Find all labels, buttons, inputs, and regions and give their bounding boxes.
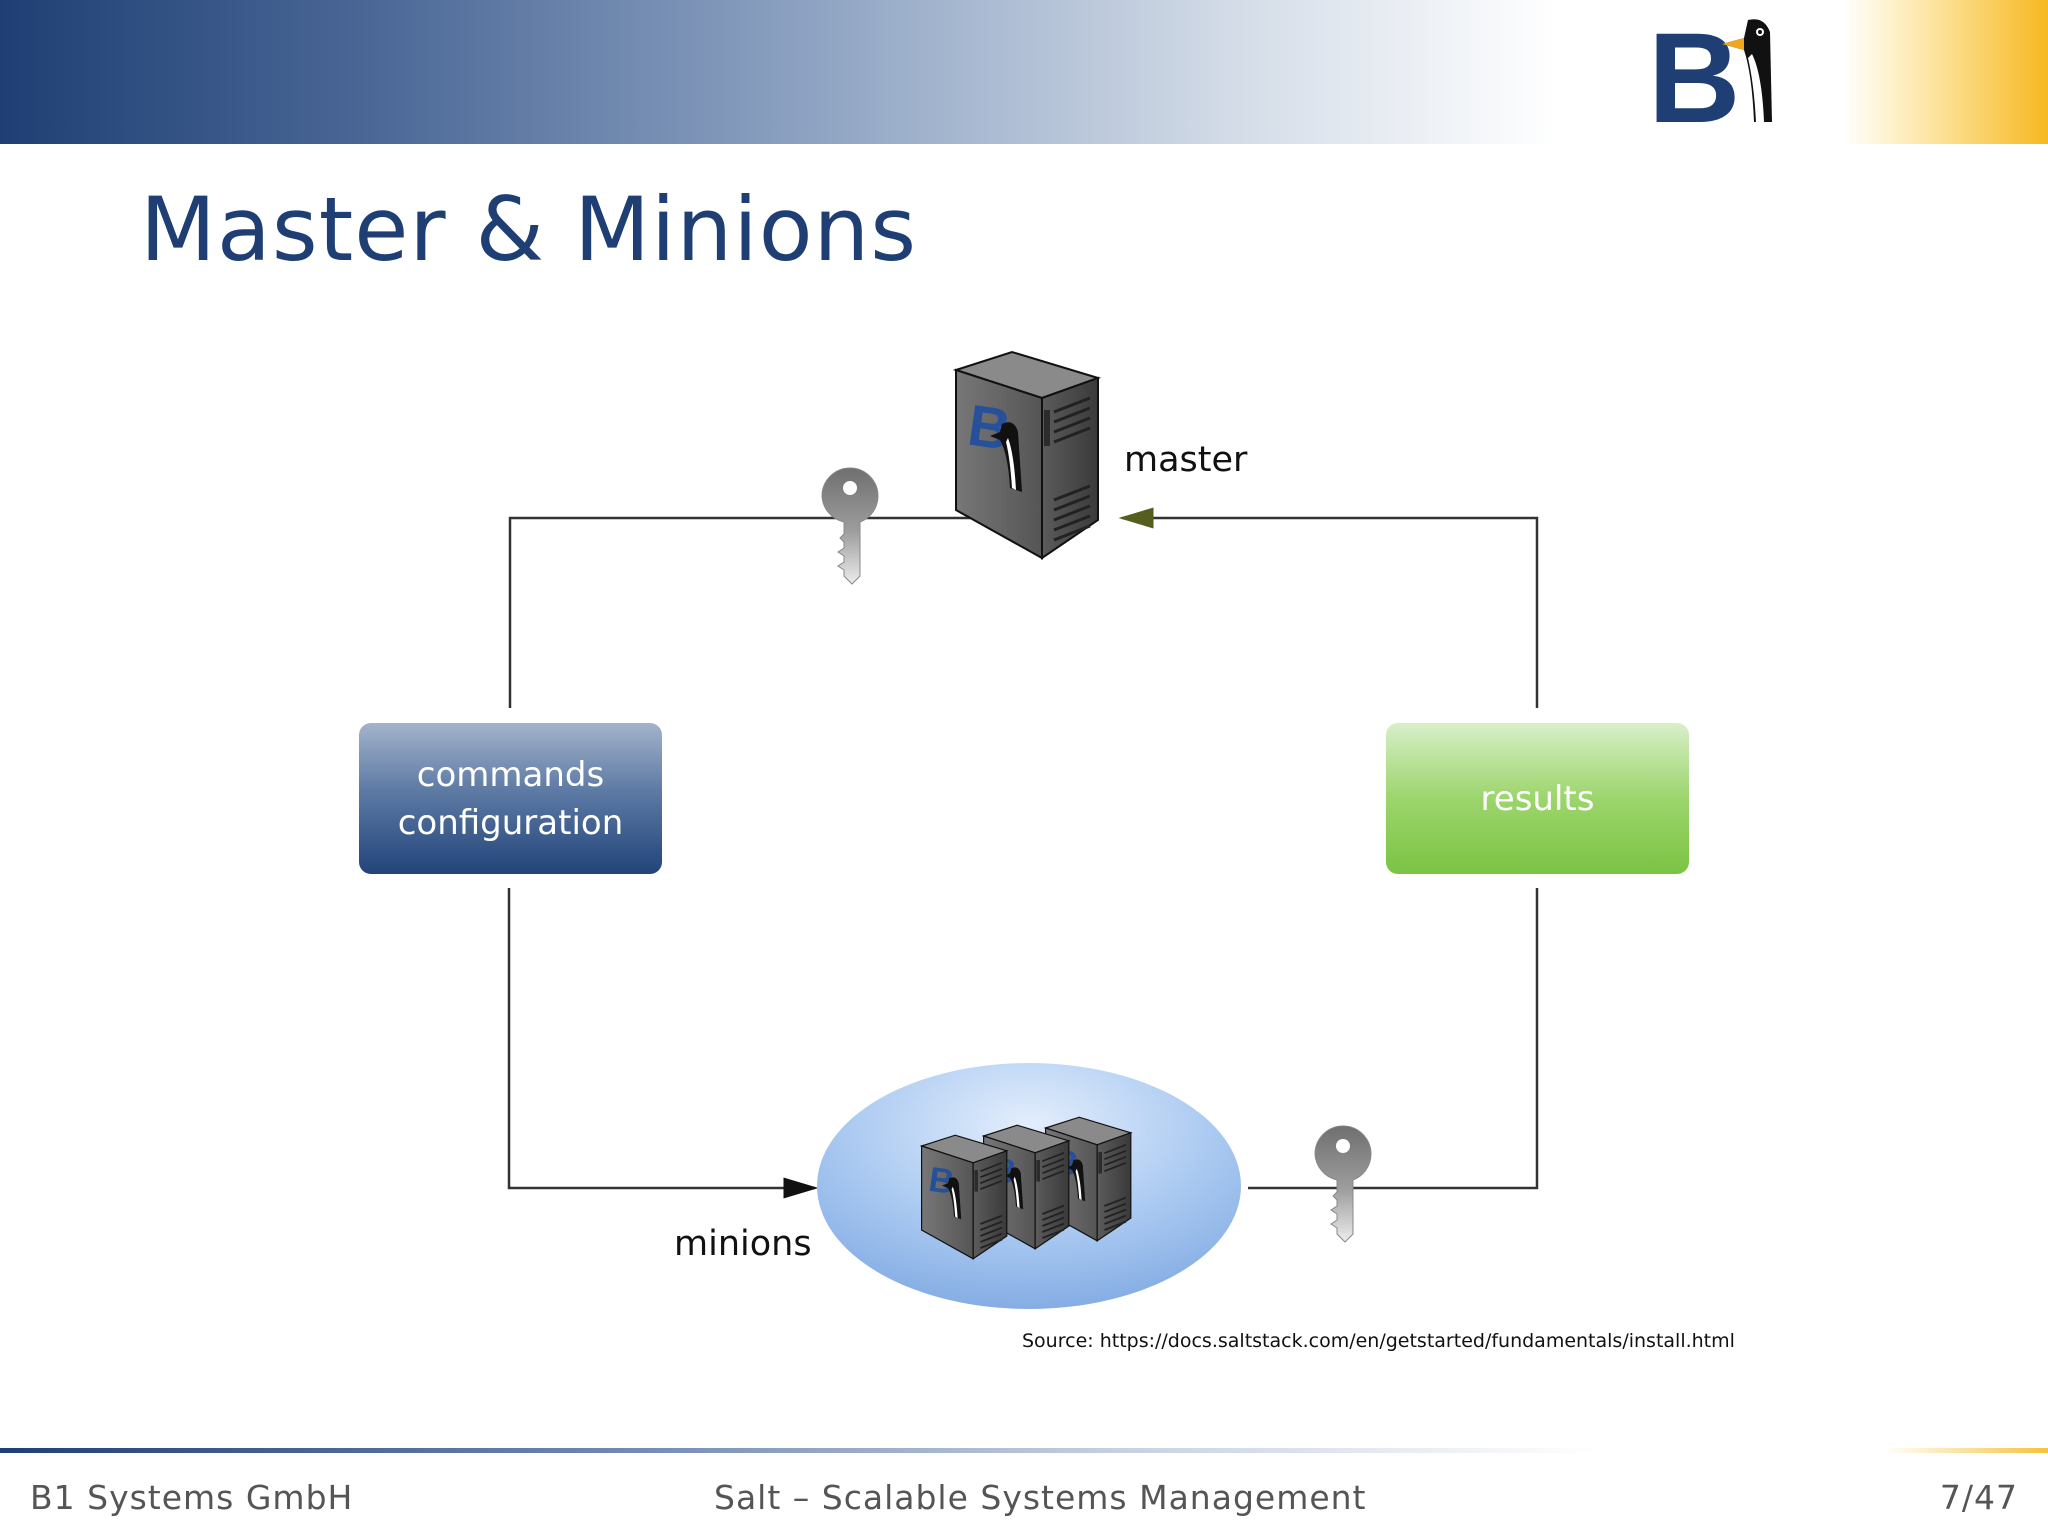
footer-company: B1 Systems GmbH [30,1478,354,1517]
svg-text:B: B [1648,14,1740,126]
line-commands-to-minions [507,888,819,1199]
line-results-to-master [1118,507,1539,708]
key-icon [821,467,879,585]
commands-label: commands [416,754,605,795]
results-label: results [1480,778,1595,819]
line-master-to-commands [508,516,975,708]
footer-talk-title: Salt – Scalable Systems Management [714,1478,1367,1517]
master-server-icon [954,350,1100,560]
configuration-label: configuration [397,802,624,843]
master-label: master [1124,440,1248,480]
key-icon [1314,1125,1372,1243]
header-banner [0,0,2048,144]
footer-page-number: 7/47 [1939,1478,2018,1517]
commands-configuration-box: commands configuration [359,723,662,874]
b1-systems-logo: B [1648,14,1772,126]
footer-divider [0,1448,2048,1453]
slide-title: Master & Minions [140,178,918,281]
source-citation: Source: https://docs.saltstack.com/en/ge… [1022,1330,1735,1352]
results-box: results [1386,723,1689,874]
line-minions-to-results [1248,888,1539,1190]
minions-label: minions [674,1224,812,1264]
